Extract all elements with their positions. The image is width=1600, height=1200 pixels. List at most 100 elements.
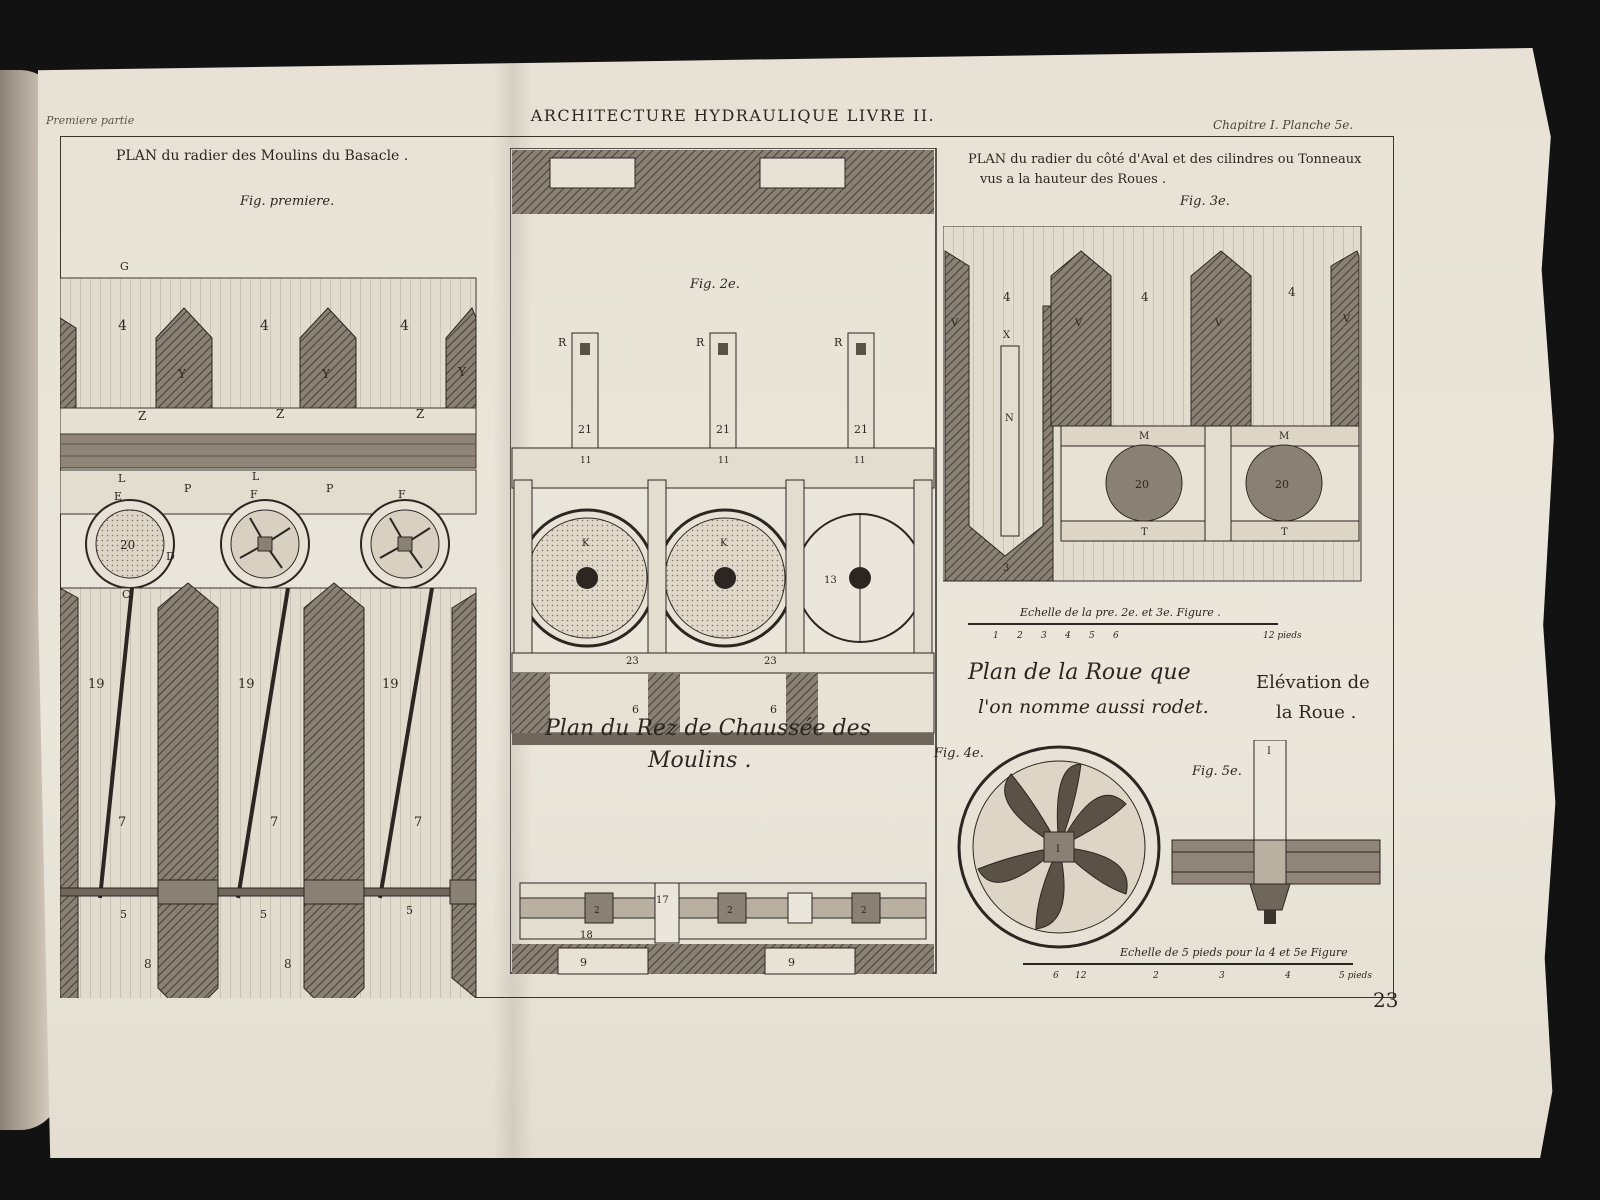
- scale2-tick-4: 4: [1284, 971, 1291, 981]
- fig2-drawing: Fig. 2e. R R R 21 21 21 11 11 11 K K 13 …: [510, 148, 937, 975]
- fig2-num-21c: 21: [854, 423, 868, 436]
- scale2-label: Echelle de 5 pieds pour la 4 et 5e Figur…: [1120, 946, 1348, 959]
- fig1-num-8b: 8: [284, 957, 292, 971]
- fig2-num-9b: 9: [788, 956, 795, 969]
- fig2-letter-Ka: K: [582, 538, 590, 549]
- fig2-label: Fig. 2e.: [689, 277, 740, 292]
- fig3-letter-Tb: T: [1281, 527, 1288, 538]
- fig1-num-20: 20: [120, 538, 135, 552]
- fig1-letter-G: G: [120, 260, 129, 273]
- fig2-letter-Rb: R: [696, 336, 705, 349]
- fig1-letter-C: C: [122, 588, 130, 601]
- fig1-letter-E: E: [114, 490, 122, 503]
- fig2-num-11a: 11: [580, 456, 591, 466]
- fig1-letter-Yc: Y: [457, 365, 467, 379]
- fig3-letter-Ma: M: [1139, 431, 1149, 442]
- elevation-line2: la Roue .: [1276, 702, 1357, 723]
- fig2-num-21a: 21: [578, 423, 592, 436]
- fig1-letter-Zb: Z: [276, 407, 284, 421]
- fig3-letter-N: N: [1005, 413, 1014, 424]
- fig1-num-7a: 7: [118, 815, 126, 830]
- fig1-num-4c: 4: [400, 318, 409, 334]
- fig2-num-17: 17: [656, 895, 669, 906]
- scale1-bar: 1 2 3 4 5 6 12 pieds: [968, 623, 1302, 641]
- fig2-num-13: 13: [824, 575, 837, 586]
- fig3-num-20a: 20: [1135, 478, 1149, 491]
- fig2-title-line2: Moulins .: [648, 748, 752, 773]
- fig1-num-19a: 19: [88, 677, 105, 692]
- fig2-num-2b: 2: [727, 906, 733, 916]
- fig5-letter-I: I: [1267, 746, 1271, 757]
- fig1-letter-Ya: Y: [177, 367, 187, 381]
- fig5-elevation: I: [1171, 740, 1381, 924]
- fig1-letter-Pb: P: [326, 482, 334, 495]
- fig1-num-8a: 8: [144, 957, 152, 971]
- fig2-letter-Rc: R: [834, 336, 843, 349]
- running-head-left: Premiere partie: [46, 114, 135, 127]
- fig1-caption: PLAN du radier des Moulins du Basacle .: [116, 148, 409, 164]
- fig3-caption-line2: vus a la hauteur des Roues .: [980, 172, 1167, 187]
- fig2-num-6b: 6: [770, 703, 777, 716]
- fig1-letter-La: L: [118, 472, 126, 485]
- fig3-num-4b: 4: [1141, 290, 1149, 304]
- fig1-letter-D: D: [166, 550, 175, 563]
- fig3-letter-Ta: T: [1141, 527, 1148, 538]
- fig1-letter-Zc: Z: [416, 407, 424, 421]
- scale2-bar: 6 12 2 3 4 5 pieds: [1023, 963, 1372, 981]
- fig1-letter-Fb: F: [398, 488, 406, 501]
- scale1-tick-6: 6: [1113, 631, 1119, 641]
- fig1-letter-Fa: F: [250, 488, 258, 501]
- fig3-letter-X: X: [1003, 330, 1011, 341]
- scale1-tick-2: 2: [1016, 631, 1023, 641]
- fig2-num-2c: 2: [861, 906, 867, 916]
- fig3-num-20b: 20: [1275, 478, 1289, 491]
- fig4-wheel: I: [957, 745, 1161, 949]
- scale1-tick-3: 3: [1041, 631, 1047, 641]
- fig3-letter-Mb: M: [1279, 431, 1289, 442]
- elevation-line1: Elévation de: [1256, 672, 1370, 693]
- running-title: ARCHITECTURE HYDRAULIQUE LIVRE II.: [530, 106, 936, 125]
- fig1-num-7b: 7: [270, 815, 278, 830]
- fig1-num-19c: 19: [382, 677, 399, 692]
- page-number: 23: [1373, 988, 1399, 1012]
- fig1-drawing: G 4 4 4 Y Y Y Z Z Z L L E F F P P 20 D C…: [60, 260, 477, 998]
- engraved-plate: Premiere partie ARCHITECTURE HYDRAULIQUE…: [38, 48, 1556, 1158]
- plan-roue-line2: l'on nomme aussi rodet.: [978, 696, 1209, 718]
- fig5-label: Fig. 5e.: [1192, 764, 1242, 779]
- fig1-num-19b: 19: [238, 677, 255, 692]
- fig2-num-18: 18: [580, 930, 593, 941]
- scale2-tick-12: 12: [1075, 971, 1087, 981]
- fig2-num-2a: 2: [594, 906, 600, 916]
- fig2-num-11b: 11: [718, 456, 729, 466]
- fig1-num-4a: 4: [118, 318, 127, 334]
- fig1-num-4b: 4: [260, 318, 269, 334]
- fig2-num-9a: 9: [580, 956, 587, 969]
- fig3-drawing: 4 4 4 V V V V X N M M 20 20 T T 3: [943, 226, 1362, 582]
- fig2-num-23b: 23: [764, 656, 777, 667]
- scale1-tick-1: 1: [993, 631, 999, 641]
- fig1-num-5c: 5: [406, 904, 413, 917]
- fig4-letter-I: I: [1056, 844, 1060, 855]
- fig3-num-3: 3: [1003, 563, 1009, 574]
- fig3-num-4c: 4: [1288, 285, 1296, 299]
- fig1-label: Fig. premiere.: [240, 194, 335, 209]
- fig2-num-21b: 21: [716, 423, 730, 436]
- fig3-label: Fig. 3e.: [1180, 194, 1230, 209]
- scale1-tick-5: 5: [1089, 631, 1095, 641]
- scale2-tick-2: 2: [1152, 971, 1159, 981]
- fig1-num-7c: 7: [414, 815, 422, 830]
- fig1-letter-Yb: Y: [321, 367, 331, 381]
- fig3-num-4a: 4: [1003, 290, 1011, 304]
- fig1-letter-Lb: L: [252, 470, 260, 483]
- fig1-num-5a: 5: [120, 908, 127, 921]
- plate-frame: [60, 136, 1394, 998]
- scale1-tick-4: 4: [1064, 631, 1071, 641]
- fig2-letter-Ra: R: [558, 336, 567, 349]
- scale2-tick-3: 3: [1219, 971, 1225, 981]
- scale2-tick-6: 6: [1053, 971, 1059, 981]
- fig2-num-11c: 11: [854, 456, 865, 466]
- scale2-end: 5 pieds: [1339, 971, 1372, 981]
- fig3-letter-Vc: V: [1214, 318, 1223, 329]
- fig3-letter-Vb: V: [1074, 318, 1083, 329]
- fig2-num-6a: 6: [632, 703, 639, 716]
